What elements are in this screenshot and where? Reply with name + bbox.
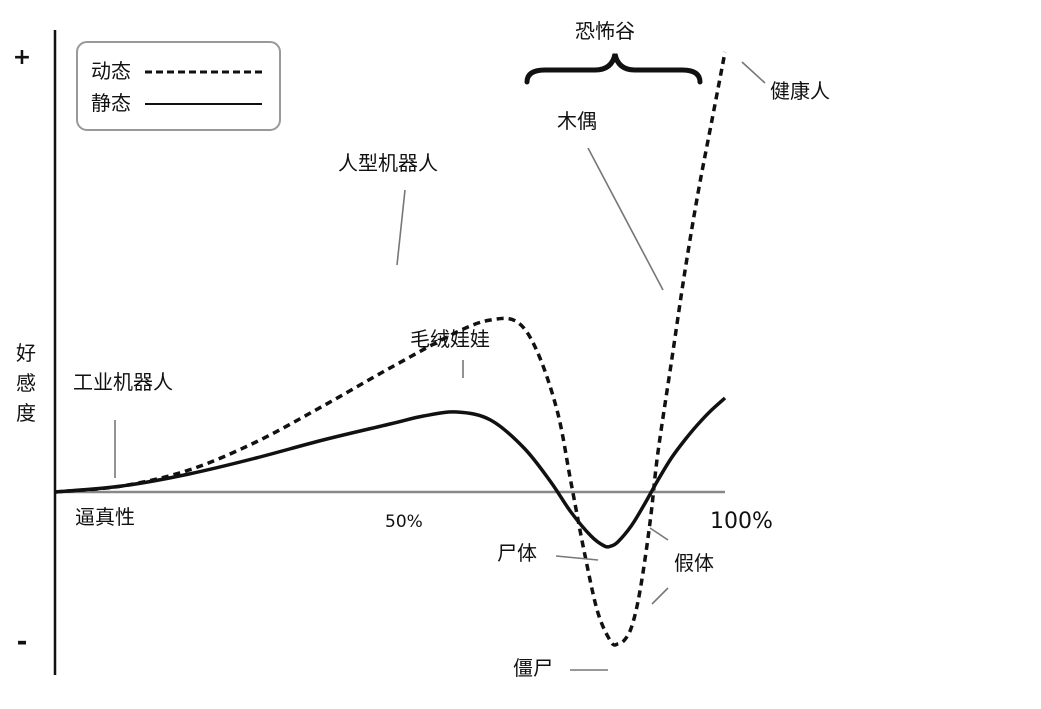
annotation-leaders [114, 61, 766, 671]
x-tick-100: 100% [710, 509, 773, 534]
annotation-puppet: 木偶 [557, 109, 597, 133]
y-axis-label-char: 感 [16, 371, 36, 395]
x-tick-50: 50% [385, 512, 423, 532]
annotation-industrial-robot: 工业机器人 [73, 370, 173, 394]
annotation-stuffed-toy: 毛绒娃娃 [410, 327, 490, 351]
y-axis-label-char: 好 [16, 341, 36, 365]
y-axis-label: 好感度 [16, 341, 36, 425]
annotation-zombie: 僵尸 [513, 656, 553, 680]
annotation-healthy-person: 健康人 [770, 79, 830, 103]
y-tick-minus: - [17, 627, 28, 657]
legend: 动态 静态 [76, 41, 281, 131]
series-dynamic-line [54, 51, 727, 647]
legend-label-dynamic: 动态 [91, 59, 131, 83]
leader-healthy-person [741, 61, 766, 84]
y-axis-label-char: 度 [16, 401, 36, 425]
x-axis-label: 逼真性 [75, 505, 135, 529]
leader-prosthetic [649, 527, 669, 541]
uncanny-valley-label: 恐怖谷 [575, 19, 635, 43]
annotation-corpse: 尸体 [497, 541, 537, 565]
leader-puppet [587, 147, 664, 291]
leader-humanoid-robot [396, 189, 406, 266]
legend-box [76, 41, 281, 131]
annotation-humanoid-robot: 人型机器人 [338, 151, 438, 175]
uncanny-valley-brace [524, 53, 703, 85]
y-tick-plus: + [13, 45, 31, 70]
leader-corpse [555, 555, 599, 561]
series-static-line [54, 396, 727, 549]
leader-prosthetic-lower [651, 587, 669, 605]
legend-label-static: 静态 [91, 91, 131, 115]
annotation-prosthetic: 假体 [674, 551, 714, 575]
